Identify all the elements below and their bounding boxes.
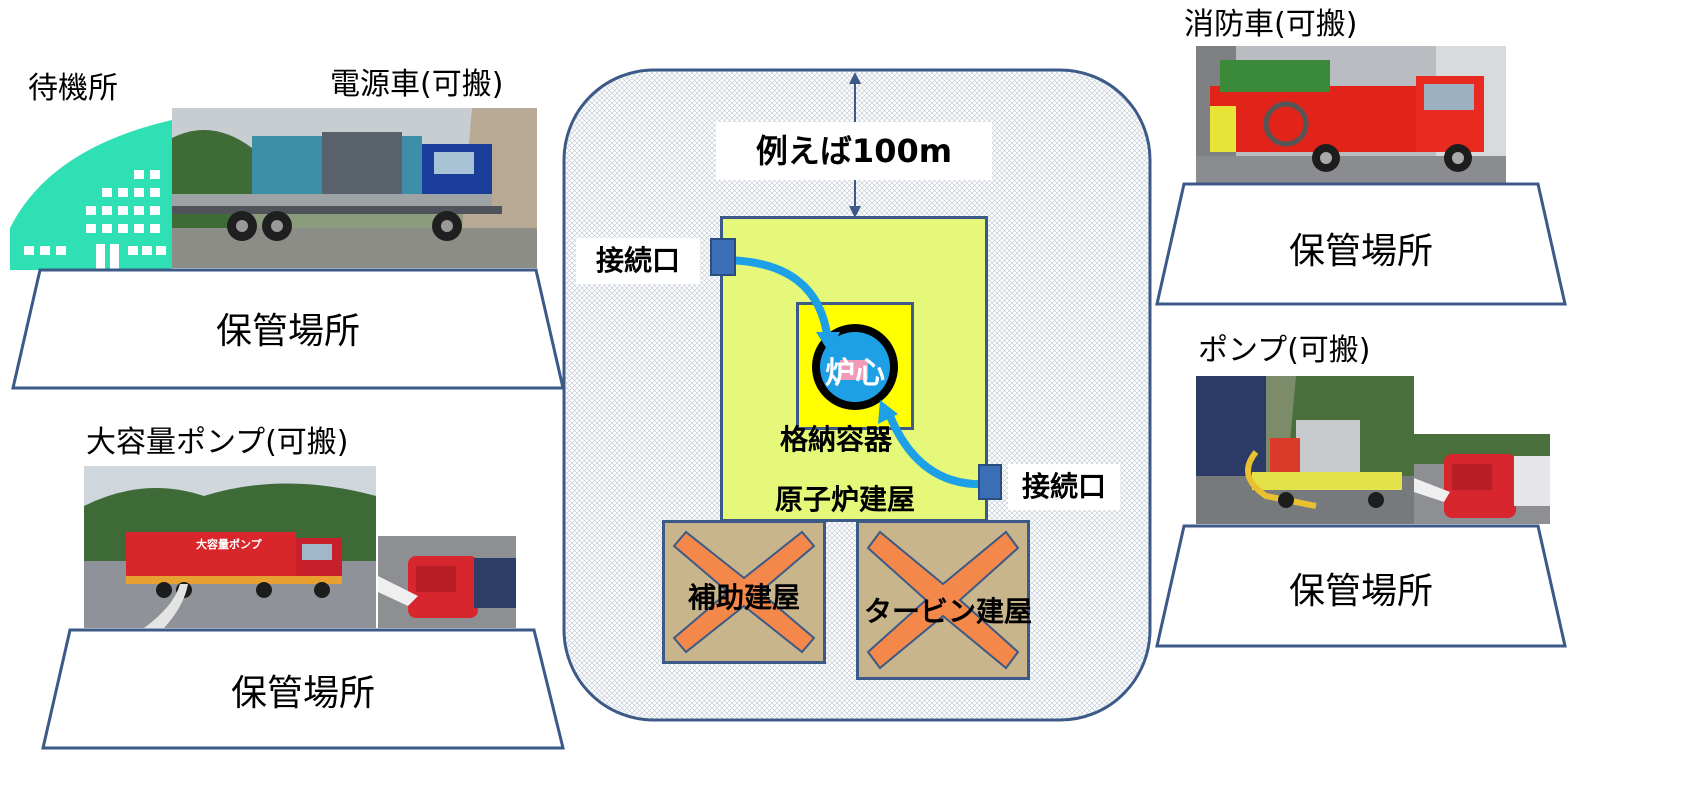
portable-pump-label: ポンプ(可搬) [1198, 333, 1371, 368]
connection-port-top-label: 接続口 [576, 238, 700, 284]
standby-label: 待機所 [28, 71, 118, 106]
power-vehicle-label: 電源車(可搬) [330, 67, 504, 102]
core-label: 炉心 [825, 356, 885, 391]
containment-label: 格納容器 [780, 423, 893, 456]
pump-truck-text: 大容量ポンプ [196, 538, 262, 551]
power-vehicle-photo [172, 108, 537, 268]
standby-building-icon [10, 120, 172, 270]
storage-label-right-top: 保管場所 [1288, 231, 1433, 272]
connection-port-top [710, 238, 736, 276]
portable-pump-photo-right-2 [1414, 434, 1550, 524]
portable-pump-photo-left [378, 536, 516, 628]
storage-area-left-bottom [41, 628, 565, 750]
auxiliary-building [662, 520, 826, 664]
high-capacity-pump-label: 大容量ポンプ(可搬) [86, 425, 349, 460]
storage-label-right-bottom: 保管場所 [1288, 571, 1433, 612]
connection-port-right-label: 接続口 [1008, 464, 1120, 510]
distance-label: 例えば100m [716, 122, 992, 180]
fire-truck-label: 消防車(可搬) [1184, 7, 1358, 42]
portable-pump-photo-right-1 [1196, 376, 1414, 524]
flow-arrows [721, 256, 989, 489]
reactor-building-label: 原子炉建屋 [775, 483, 916, 516]
fire-truck-photo [1196, 46, 1506, 184]
storage-area-right-bottom [1155, 524, 1567, 648]
auxiliary-building-label: 補助建屋 [688, 581, 801, 614]
high-capacity-pump-photo: 大容量ポンプ [84, 466, 376, 628]
storage-label-left-bottom: 保管場所 [230, 673, 375, 714]
turbine-building [856, 520, 1030, 680]
storage-label-left-top: 保管場所 [215, 311, 360, 352]
connection-port-right [978, 464, 1002, 500]
turbine-building-label: タービン建屋 [864, 595, 1033, 628]
storage-area-right-top [1155, 182, 1567, 306]
